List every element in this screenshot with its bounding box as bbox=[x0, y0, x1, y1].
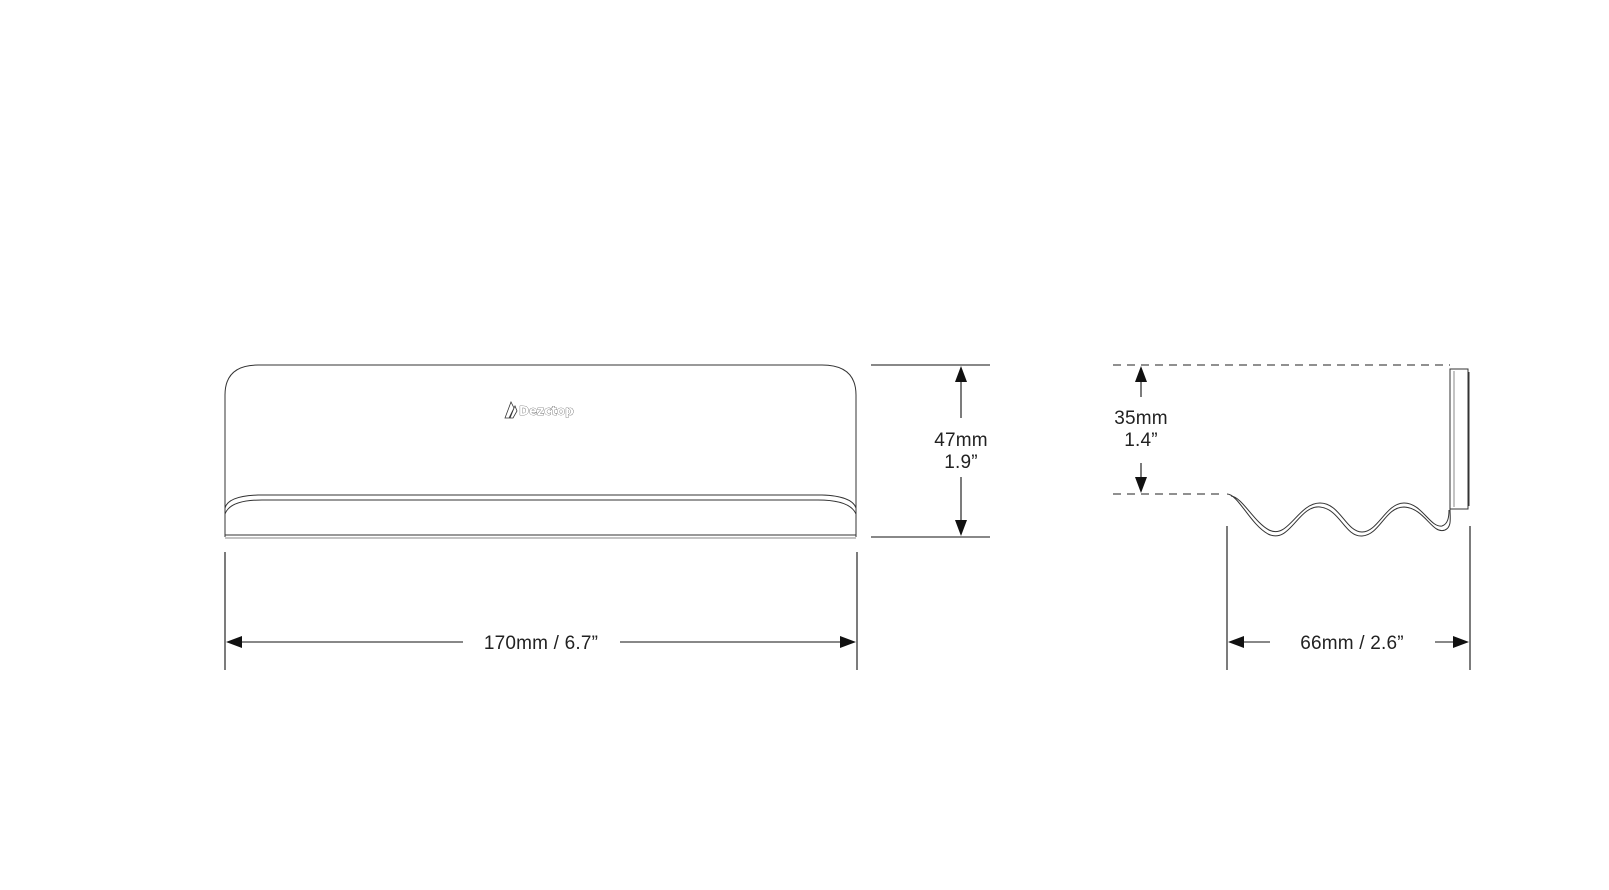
side-height-arrow-top bbox=[1135, 366, 1147, 382]
leaf-icon bbox=[504, 401, 518, 419]
front-body-outline bbox=[224, 364, 857, 537]
side-wave-profile-inner bbox=[1230, 495, 1450, 533]
height-arrow-top bbox=[955, 366, 967, 382]
front-width-dimension: 170mm / 6.7” bbox=[224, 552, 858, 670]
side-height-dimension: 35mm 1.4” bbox=[1114, 366, 1168, 493]
side-back-plate bbox=[1449, 368, 1469, 510]
front-view: Dezctop 170mm / 6.7” 47mm 1.9” bbox=[224, 364, 990, 670]
depth-arrow-right bbox=[1453, 636, 1469, 648]
side-height-label-in: 1.4” bbox=[1124, 430, 1158, 451]
width-arrow-left bbox=[226, 636, 242, 648]
side-view: 35mm 1.4” 66mm / 2.6” bbox=[1113, 364, 1471, 670]
depth-arrow-left bbox=[1228, 636, 1244, 648]
logo-wordmark: Dezctop bbox=[519, 404, 574, 418]
height-label-mm: 47mm bbox=[934, 430, 988, 451]
side-depth-dimension: 66mm / 2.6” bbox=[1226, 526, 1471, 670]
side-height-arrow-bottom bbox=[1135, 477, 1147, 493]
dezctop-logo: Dezctop bbox=[504, 401, 574, 419]
front-lip-inner bbox=[224, 499, 857, 515]
side-wave-profile-outer bbox=[1226, 493, 1451, 537]
width-label: 170mm / 6.7” bbox=[484, 633, 598, 654]
height-arrow-bottom bbox=[955, 520, 967, 536]
depth-label: 66mm / 2.6” bbox=[1300, 633, 1404, 654]
front-lip-outer bbox=[224, 494, 857, 509]
height-label-in: 1.9” bbox=[944, 452, 978, 473]
front-height-dimension: 47mm 1.9” bbox=[871, 364, 990, 538]
width-arrow-right bbox=[840, 636, 856, 648]
side-height-label-mm: 35mm bbox=[1114, 408, 1168, 429]
